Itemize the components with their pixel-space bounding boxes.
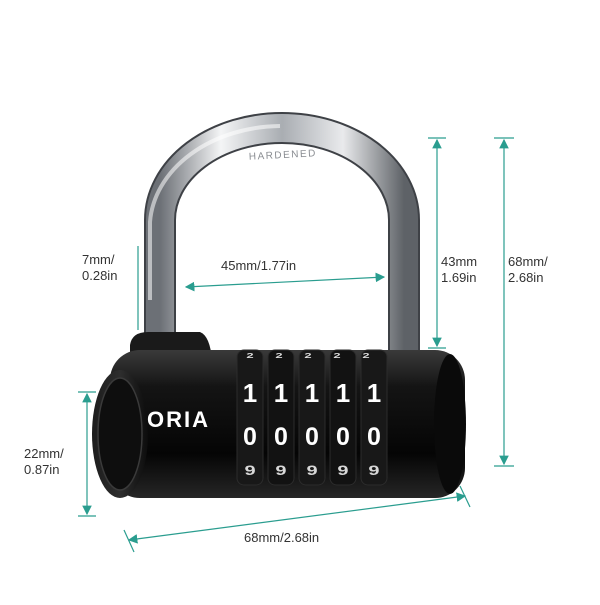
- dial-1-middle-row-digit: 0: [243, 423, 257, 451]
- dial-2-bottom-row-digit: 9: [275, 462, 286, 478]
- dial-2-selected-row-digit: 1: [274, 378, 288, 408]
- dial-5-selected-row-digit: 1: [367, 378, 381, 408]
- body-height-in: 0.87in: [24, 462, 60, 477]
- dial-3-middle-row-digit: 0: [305, 423, 319, 451]
- total-height-in: 2.68in: [508, 270, 544, 285]
- total-height-label: 68mm/ 2.68in: [508, 254, 548, 286]
- dial-5-bottom-row-digit: 9: [368, 462, 379, 478]
- dial-wheel-1[interactable]: [236, 349, 264, 486]
- dimension-lines: [78, 137, 514, 553]
- dial-3-bottom-row-digit: 9: [306, 462, 317, 478]
- shackle: [144, 112, 420, 360]
- dial-3-selected-row-digit: 1: [305, 378, 319, 408]
- shackle-width-text: 45mm/1.77in: [221, 258, 297, 273]
- body-width-label: 68mm/2.68in: [244, 530, 319, 546]
- shackle-width-line: [184, 272, 386, 292]
- dial-1-top-row-digit: 2: [246, 353, 253, 360]
- body-height-mm: 22mm/: [24, 446, 64, 461]
- body-width-tick-right: [459, 485, 471, 508]
- shackle-width-label: 45mm/1.77in: [221, 258, 296, 274]
- clearance-mm: 43mm: [441, 254, 478, 269]
- clearance-in: 1.69in: [441, 270, 477, 285]
- shackle-engraving: HARDENED: [249, 148, 318, 163]
- body-height-label: 22mm/ 0.87in: [24, 446, 64, 478]
- dial-1-selected-row-digit: 1: [243, 378, 257, 408]
- dial-wheel-5[interactable]: [360, 349, 388, 486]
- dial-2-top-row-digit: 2: [275, 353, 282, 360]
- body-width-line: [127, 492, 467, 544]
- dial-4-bottom-row-digit: 9: [337, 462, 348, 478]
- brand-logo: ORIA: [147, 407, 210, 432]
- dial-5-top-row-digit: 2: [362, 353, 369, 360]
- dial-4-selected-row-digit: 1: [336, 378, 350, 408]
- dial-4-middle-row-digit: 0: [336, 423, 350, 451]
- dial-wheel-2[interactable]: [267, 349, 295, 486]
- total-height-mm: 68mm/: [508, 254, 548, 269]
- dial-wheel-4[interactable]: [329, 349, 357, 486]
- clearance-label: 43mm 1.69in: [441, 254, 477, 286]
- dial-2-middle-row-digit: 0: [274, 423, 288, 451]
- body-width-text: 68mm/2.68in: [244, 530, 320, 545]
- dial-5-middle-row-digit: 0: [367, 423, 381, 451]
- dial-wheel-3[interactable]: [298, 349, 326, 486]
- dial-4-top-row-digit: 2: [333, 353, 340, 360]
- shackle-thickness-in: 0.28in: [82, 268, 118, 283]
- dial-1-bottom-row-digit: 9: [244, 462, 255, 478]
- body-width-tick-left: [123, 529, 135, 553]
- shackle-thickness-mm: 7mm/: [82, 252, 115, 267]
- shackle-thickness-label: 7mm/ 0.28in: [82, 252, 117, 284]
- dial-3-top-row-digit: 2: [304, 353, 311, 360]
